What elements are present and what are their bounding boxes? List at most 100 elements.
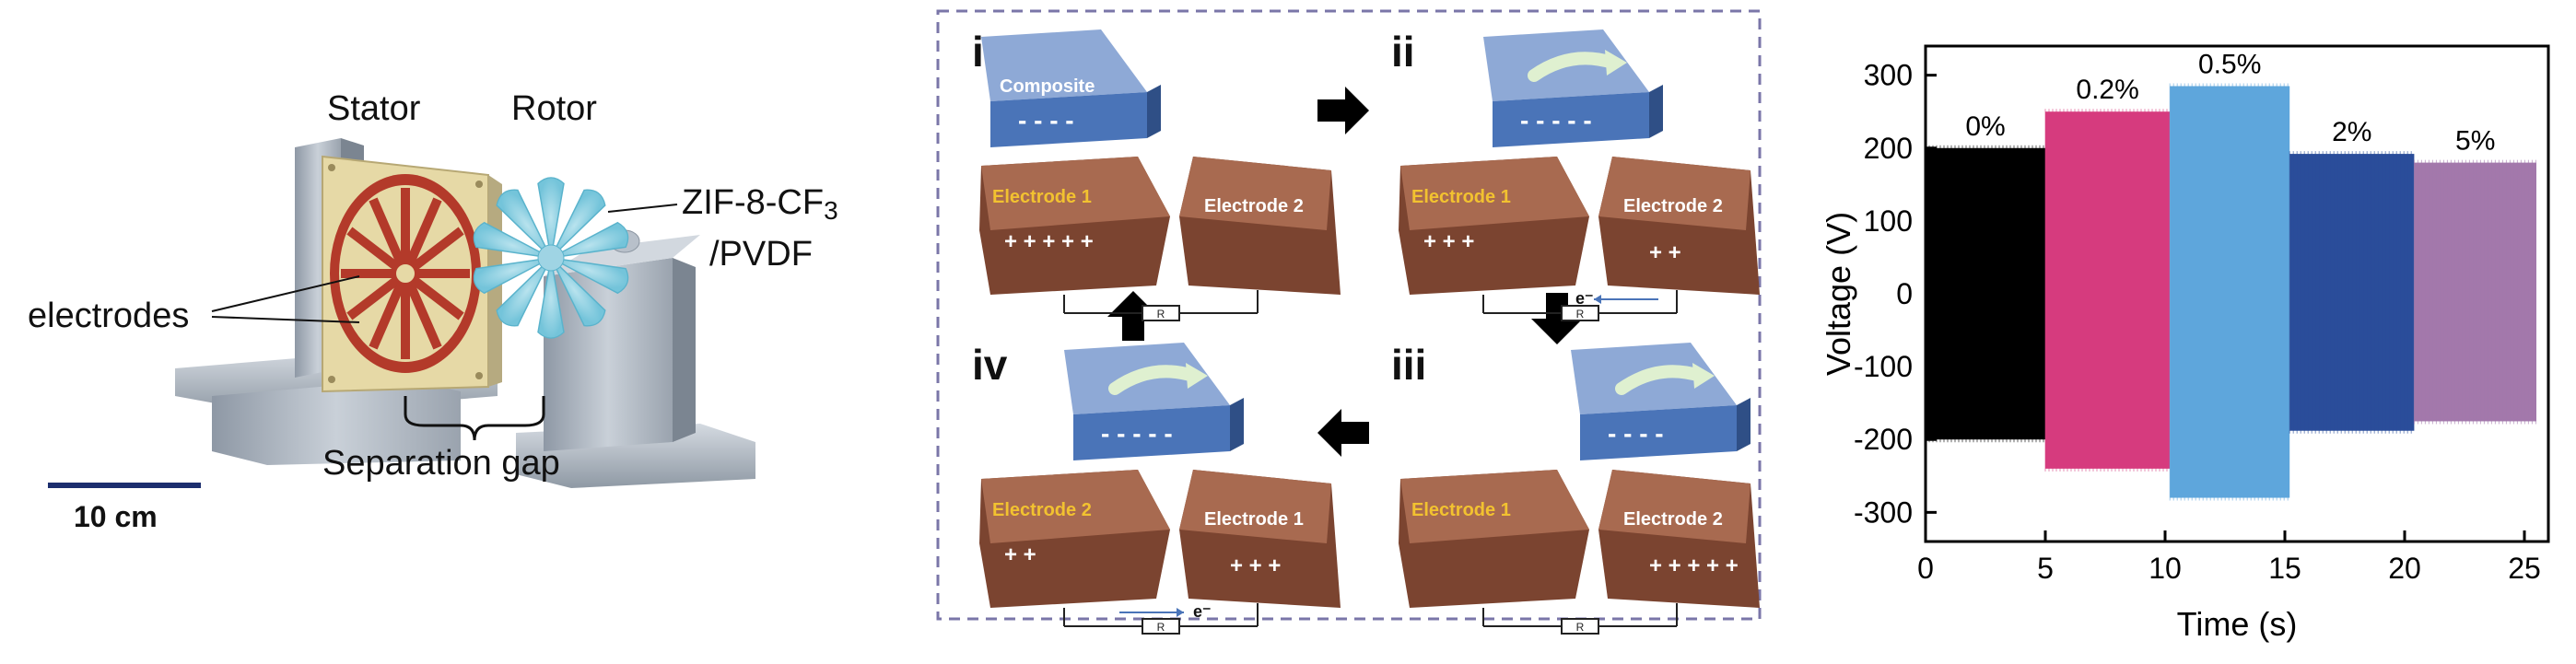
resistor — [1561, 305, 1599, 321]
electrode-spoke — [369, 197, 410, 275]
left-electrode-label: Electrode 1 — [992, 187, 1092, 207]
material-label-line1: ZIF-8-CF3 — [682, 183, 838, 225]
rotor-blade — [550, 257, 606, 327]
right-electrode-charges: + + — [1649, 240, 1681, 265]
right-electrode-label: Electrode 1 — [1204, 509, 1304, 530]
series-label: 2% — [2332, 117, 2371, 147]
electrode-pair: Electrode 1 Electrode 2 + + + + + — [1399, 157, 1760, 295]
electrode-spoke — [401, 197, 442, 275]
rotation-arrow — [1615, 365, 1706, 395]
electrode-pointer-1 — [211, 275, 360, 312]
rotation-arrowhead — [1605, 50, 1627, 76]
series-label: 0.2% — [2076, 75, 2138, 105]
rotation-arrow — [1108, 365, 1200, 395]
composite-block: - - - - - — [1064, 343, 1244, 460]
stator-electrodes — [330, 174, 481, 373]
arrow-iii-to-iv — [1317, 409, 1369, 457]
rotor-blade — [496, 257, 552, 327]
stator-disc — [322, 155, 502, 393]
y-tick-label: -300 — [1854, 495, 1913, 529]
series-label: 5% — [2455, 126, 2495, 157]
scale-label: 10 cm — [74, 500, 158, 533]
composite-charges: - - - - - — [1101, 419, 1173, 448]
right-electrode-label: Electrode 2 — [1623, 509, 1723, 530]
electron-label: e⁻ — [1575, 289, 1594, 308]
electrode-hub — [392, 261, 418, 286]
circuit-wire: R — [1063, 290, 1259, 321]
device-illustration: Stator Rotor ZIF-8-CF3 /PVDF electrodes … — [0, 0, 921, 659]
resistor-label: R — [1157, 621, 1165, 634]
x-tick-label: 25 — [2508, 552, 2541, 585]
rotation-arrowhead — [1692, 363, 1715, 389]
rotor-blade — [473, 257, 552, 295]
arrow-iv-to-i — [1107, 291, 1159, 341]
cycle-step: iv - - - - - Electrode 2 Electrode 1 + + + + … — [972, 341, 1341, 635]
electrode-spoke — [369, 272, 410, 350]
electrode-spoke — [401, 272, 442, 350]
series-band — [2170, 86, 2290, 498]
series-label: 0.5% — [2198, 50, 2261, 80]
device-drawing: Stator Rotor ZIF-8-CF3 /PVDF electrodes … — [28, 89, 838, 533]
electrode-pair: Electrode 1 Electrode 2 + + + + + — [979, 157, 1341, 295]
left-electrode-label: Electrode 1 — [1411, 500, 1511, 520]
series-label: 0% — [1965, 111, 2005, 142]
step-numeral: iii — [1391, 341, 1426, 389]
composite-charges: - - - - — [1608, 419, 1664, 448]
left-electrode-label: Electrode 1 — [1411, 187, 1511, 207]
left-electrode-charges: + + + + + — [1004, 229, 1094, 254]
circuit-wire: Re⁻ — [1482, 289, 1678, 321]
y-tick-label: 0 — [1896, 277, 1913, 310]
circuit-wire: Re⁻ — [1063, 602, 1259, 635]
y-tick-label: -200 — [1854, 423, 1913, 456]
composite-charges: - - - - — [1018, 106, 1074, 134]
composite-label: Composite — [1000, 76, 1095, 97]
series-band — [2414, 162, 2536, 422]
rotor-blade — [496, 189, 552, 259]
rotation-arrowhead — [1186, 363, 1208, 389]
right-electrode-charges: + + + — [1230, 553, 1281, 578]
right-electrode-label: Electrode 2 — [1204, 196, 1304, 216]
y-tick-label: -100 — [1854, 350, 1913, 383]
electrodes-label: electrodes — [28, 297, 189, 335]
gap-label: Separation gap — [322, 444, 560, 483]
rotation-arrow — [1528, 52, 1619, 82]
x-tick-label: 0 — [1917, 552, 1934, 585]
x-tick-label: 15 — [2268, 552, 2301, 585]
right-electrode-label: Electrode 2 — [1623, 196, 1723, 216]
y-tick-label: 200 — [1864, 132, 1913, 165]
x-axis-label: Time (s) — [2177, 605, 2298, 643]
left-electrode-charges: + + — [1004, 542, 1036, 567]
composite-block: - - - - — [1571, 343, 1751, 460]
resistor-label: R — [1157, 308, 1165, 320]
resistor-label: R — [1576, 621, 1585, 634]
resistor — [1142, 305, 1180, 321]
left-electrode-label: Electrode 2 — [992, 500, 1092, 520]
arrow-i-to-ii — [1317, 87, 1369, 134]
arrow-ii-to-iii — [1531, 293, 1583, 344]
y-tick-label: 100 — [1864, 204, 1913, 238]
x-tick-label: 10 — [2149, 552, 2182, 585]
material-label-line2: /PVDF — [709, 235, 813, 274]
rotor-blade — [550, 189, 606, 259]
left-electrode-charges: + + + — [1423, 229, 1474, 254]
electron-label: e⁻ — [1193, 602, 1212, 621]
resistor — [1142, 618, 1180, 635]
circuit-wire: R — [1482, 603, 1678, 635]
step-numeral: i — [972, 28, 984, 76]
rotor-blade — [550, 257, 629, 295]
rotor-blades — [473, 177, 629, 339]
stator-label: Stator — [327, 89, 421, 128]
material-pointer — [607, 204, 678, 213]
composite-block: Composite - - - - — [981, 29, 1161, 147]
y-tick-label: 300 — [1864, 59, 1913, 92]
rotor-hub — [537, 244, 565, 272]
step-numeral: iv — [972, 341, 1008, 389]
rotor-blade — [550, 221, 629, 259]
